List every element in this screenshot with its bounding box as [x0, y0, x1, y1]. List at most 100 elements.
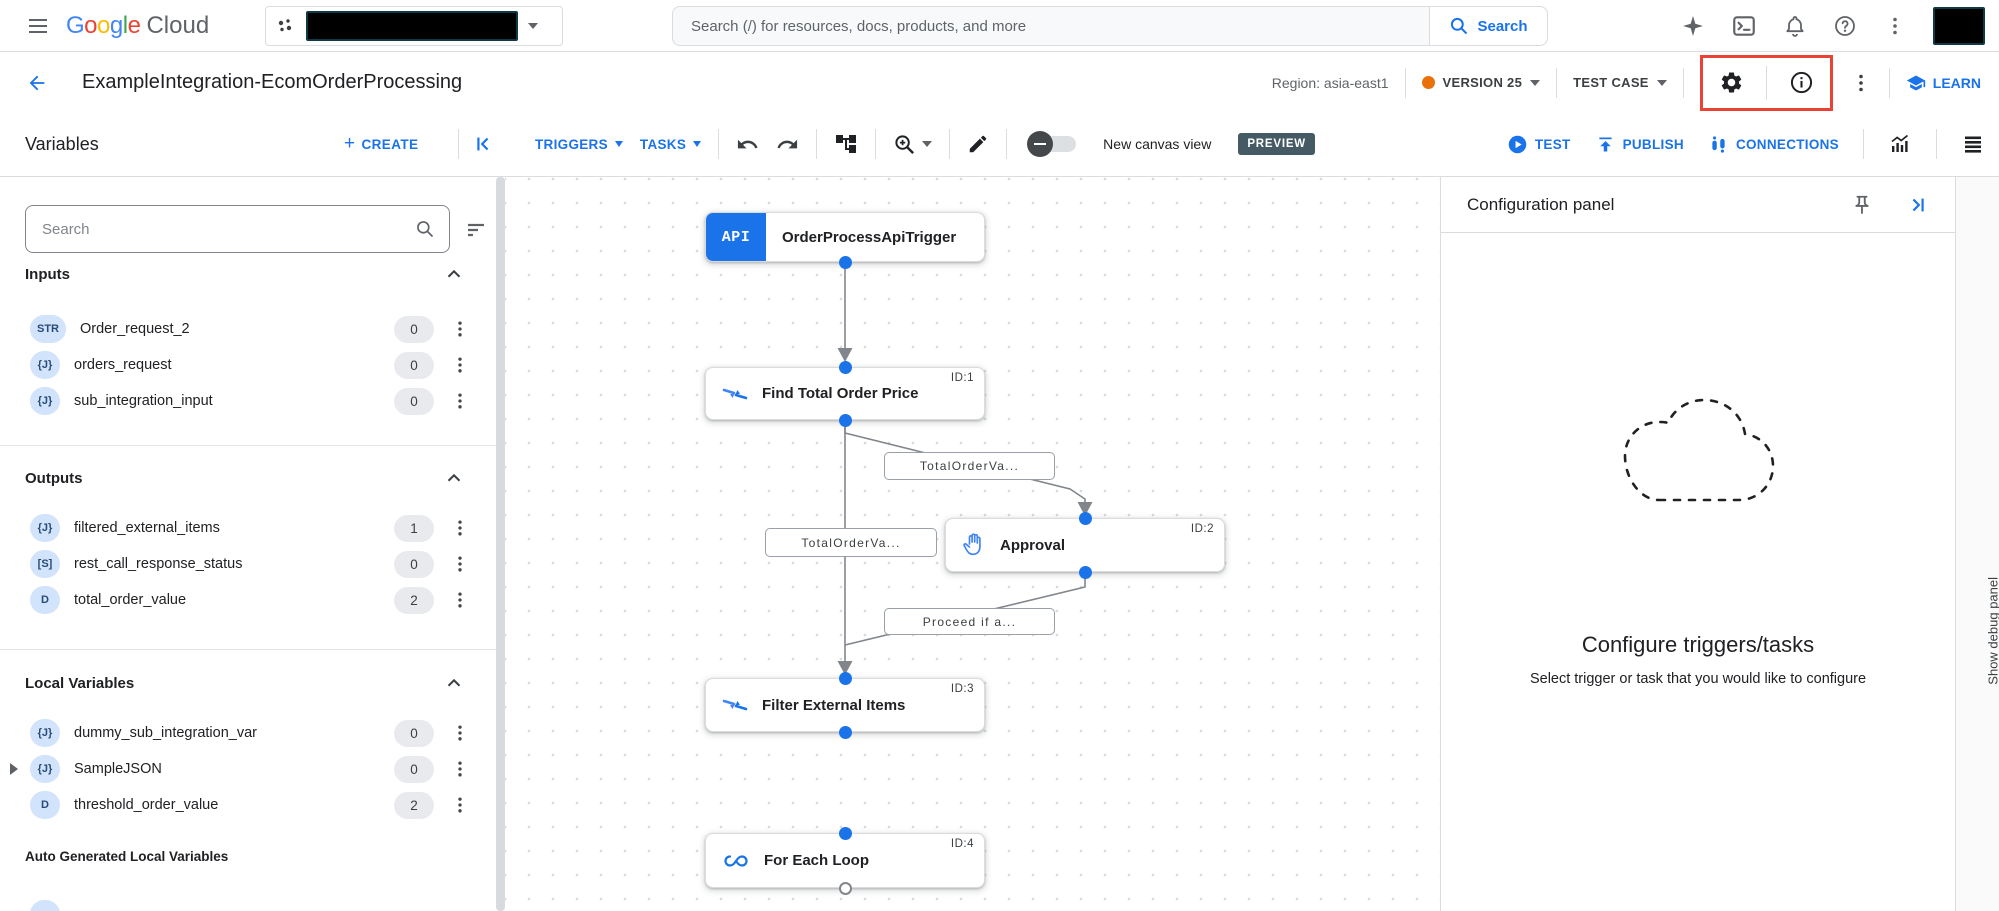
project-selector[interactable]: [265, 6, 563, 46]
kebab-menu-icon[interactable]: [450, 391, 470, 411]
edge-label[interactable]: TotalOrderVa...: [884, 452, 1055, 480]
new-canvas-view-toggle[interactable]: [1027, 131, 1077, 157]
variables-search-input[interactable]: [26, 220, 415, 238]
global-search-input[interactable]: [673, 17, 1429, 35]
node-order-process-api-trigger[interactable]: API OrderProcessApiTrigger: [705, 212, 985, 262]
tasks-dropdown[interactable]: TASKS: [640, 137, 702, 152]
variable-type-badge: {J}: [30, 755, 60, 783]
node-id-label: ID:1: [950, 372, 974, 384]
chevron-up-icon[interactable]: [443, 467, 465, 489]
collapse-panel-left-icon[interactable]: [472, 133, 494, 155]
variable-row[interactable]: {J} filtered_external_items 1: [0, 510, 496, 546]
variable-row[interactable]: D threshold_order_value 2: [0, 787, 496, 823]
connections-button[interactable]: CONNECTIONS: [1708, 134, 1839, 155]
node-find-total-order-price[interactable]: ID:1 Find Total Order Price: [705, 367, 985, 420]
node-for-each-loop[interactable]: ID:4 For Each Loop: [705, 833, 985, 888]
variable-row[interactable]: {J} sub_integration_input 0: [0, 383, 496, 419]
section-title: Inputs: [25, 265, 70, 283]
logo-letter: G: [66, 11, 85, 39]
node-port[interactable]: [838, 413, 852, 427]
variable-row[interactable]: {J} orders_request 0: [0, 347, 496, 383]
search-button[interactable]: Search: [1429, 7, 1547, 45]
variable-type-badge: STR: [30, 315, 66, 343]
info-icon[interactable]: [1789, 70, 1814, 95]
gemini-sparkle-icon[interactable]: [1681, 14, 1705, 38]
learn-button[interactable]: LEARN: [1906, 73, 1981, 93]
logo-cloud-word: Cloud: [146, 11, 210, 39]
edge-label[interactable]: TotalOrderVa...: [765, 528, 937, 557]
collapse-panel-right-icon[interactable]: [1907, 194, 1929, 216]
divider: [1888, 67, 1890, 98]
expand-arrow-icon[interactable]: [10, 763, 18, 775]
node-filter-external-items[interactable]: ID:3 Filter External Items: [705, 678, 985, 732]
back-arrow-icon[interactable]: [26, 72, 48, 94]
gear-icon[interactable]: [1719, 70, 1744, 95]
variable-count-badge: 0: [394, 387, 434, 415]
redo-icon[interactable]: [776, 133, 799, 156]
pin-icon[interactable]: [1851, 194, 1873, 216]
kebab-menu-icon[interactable]: [450, 554, 470, 574]
logo-letter: g: [109, 11, 123, 39]
version-dropdown[interactable]: VERSION 25: [1421, 75, 1541, 90]
flow-canvas[interactable]: TotalOrderVa... TotalOrderVa... Proceed …: [505, 177, 1440, 911]
chevron-up-icon[interactable]: [443, 672, 465, 694]
sort-icon[interactable]: [464, 217, 488, 246]
search-icon: [1451, 17, 1468, 35]
kebab-menu-icon[interactable]: [450, 795, 470, 815]
variable-row[interactable]: {J} SampleJSON 0: [0, 751, 496, 787]
kebab-menu-icon[interactable]: [450, 759, 470, 779]
test-case-label: TEST CASE: [1573, 75, 1649, 90]
variable-row[interactable]: D total_order_value 2: [0, 582, 496, 618]
variables-sidebar: Inputs STR Order_request_2 0 {J} orders_…: [0, 177, 505, 911]
notifications-bell-icon[interactable]: [1783, 14, 1807, 38]
learn-label: LEARN: [1932, 74, 1981, 91]
triggers-label: TRIGGERS: [535, 136, 608, 152]
kebab-menu-icon[interactable]: [450, 518, 470, 538]
kebab-menu-icon[interactable]: [450, 319, 470, 339]
node-port[interactable]: [838, 671, 852, 685]
node-port[interactable]: [838, 255, 852, 269]
variable-row[interactable]: STR Order_request_2 0: [0, 311, 496, 347]
auto-layout-icon[interactable]: [834, 132, 858, 156]
node-id-label: ID:3: [950, 683, 974, 695]
help-icon[interactable]: [1833, 14, 1857, 38]
test-button[interactable]: TEST: [1507, 134, 1571, 155]
zoom-in-icon: [895, 134, 915, 154]
node-port[interactable]: [838, 725, 852, 739]
kebab-menu-icon[interactable]: [450, 723, 470, 743]
node-port[interactable]: [1078, 565, 1092, 579]
log-list-icon[interactable]: [1961, 132, 1985, 156]
loop-icon: [722, 852, 750, 870]
divider: [718, 129, 720, 159]
node-port[interactable]: [838, 826, 852, 840]
avatar[interactable]: [1933, 7, 1985, 45]
variable-row[interactable]: {J} dummy_sub_integration_var 0: [0, 715, 496, 751]
zoom-control[interactable]: [893, 133, 933, 156]
publish-button[interactable]: PUBLISH: [1595, 134, 1684, 155]
node-approval[interactable]: ID:2 Approval: [945, 518, 1225, 572]
node-port[interactable]: [838, 360, 852, 374]
show-debug-panel-button[interactable]: Show debug panel: [1985, 577, 1999, 685]
variable-row[interactable]: [S] rest_call_response_status 0: [0, 546, 496, 582]
triggers-dropdown[interactable]: TRIGGERS: [535, 137, 623, 152]
node-port-open[interactable]: [838, 881, 852, 895]
undo-icon[interactable]: [736, 133, 759, 156]
test-case-dropdown[interactable]: TEST CASE: [1573, 75, 1667, 90]
variable-count-badge: 0: [394, 550, 434, 578]
sidebar-scrollbar[interactable]: [496, 177, 505, 911]
node-port[interactable]: [1078, 511, 1092, 525]
annotate-pencil-icon[interactable]: [967, 133, 989, 155]
more-vertical-icon[interactable]: [1849, 71, 1873, 95]
divider: [1765, 65, 1767, 100]
edge-label[interactable]: Proceed if a...: [884, 608, 1055, 635]
kebab-menu-icon[interactable]: [450, 355, 470, 375]
analytics-chart-icon[interactable]: [1888, 132, 1912, 156]
cloud-shell-icon[interactable]: [1731, 13, 1757, 39]
data-mapping-icon: [722, 383, 748, 405]
configure-empty-subtitle: Select trigger or task that you would li…: [1529, 671, 1867, 687]
more-vertical-icon[interactable]: [1883, 14, 1907, 38]
create-variable-button[interactable]: + CREATE: [344, 133, 418, 155]
hamburger-menu-icon[interactable]: [18, 6, 58, 46]
kebab-menu-icon[interactable]: [450, 590, 470, 610]
chevron-up-icon[interactable]: [443, 263, 465, 285]
